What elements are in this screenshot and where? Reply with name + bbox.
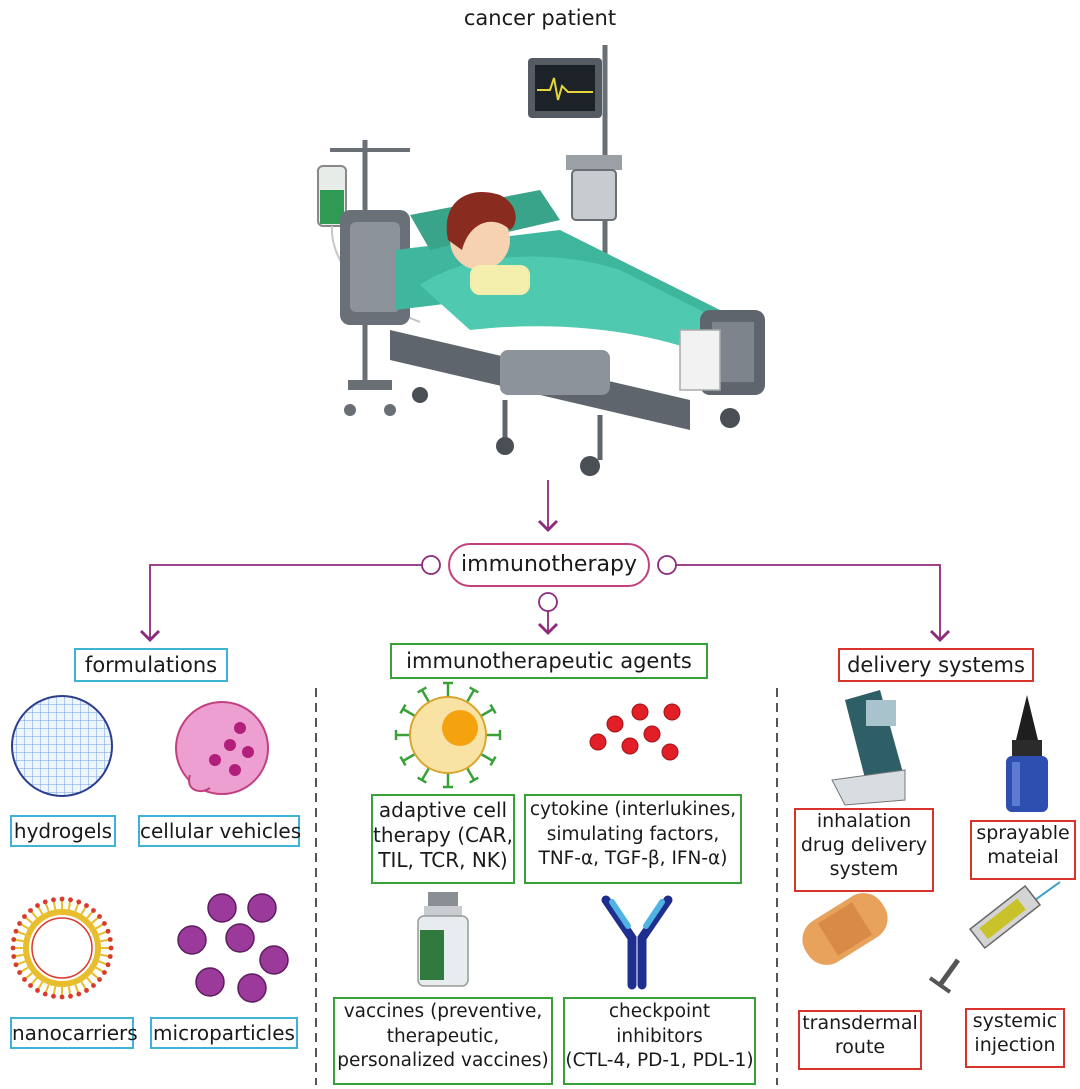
connectors bbox=[139, 480, 951, 643]
vaccines-label: vaccines (preventive, therapeutic, perso… bbox=[333, 997, 553, 1085]
syringe-icon bbox=[928, 881, 1061, 994]
formulations-heading: formulations bbox=[74, 648, 228, 682]
cellular-vehicles-label: cellular vehicles bbox=[138, 815, 301, 847]
antibody-icon bbox=[601, 895, 673, 990]
checkpoint-inhibitors-label: checkpoint inhibitors (CTL-4, PD-1, PDL-… bbox=[563, 997, 756, 1085]
nanocarrier-icon bbox=[10, 896, 114, 1000]
page-title: cancer patient bbox=[463, 6, 617, 30]
bandage-patch-icon bbox=[802, 893, 888, 965]
cell-icon bbox=[175, 701, 269, 795]
hydrogels-label: hydrogels bbox=[10, 815, 116, 847]
adaptive-cell-therapy-label: adaptive cell therapy (CAR, TIL, TCR, NK… bbox=[371, 794, 515, 884]
microparticles-label: microparticles bbox=[150, 1017, 298, 1049]
hydrogel-icon bbox=[11, 695, 113, 797]
column-dividers bbox=[315, 688, 778, 1085]
immunotherapy-node: immunotherapy bbox=[448, 543, 650, 587]
microparticles-icon bbox=[177, 893, 289, 1003]
cytokine-icon bbox=[589, 703, 681, 761]
inhaler-icon bbox=[831, 690, 906, 806]
cytokine-label: cytokine (interlukines, simulating facto… bbox=[524, 794, 742, 884]
delivery-heading: delivery systems bbox=[838, 648, 1034, 682]
agents-heading: immunotherapeutic agents bbox=[390, 643, 708, 679]
transdermal-label: transdermal route bbox=[798, 1010, 922, 1070]
sprayable-label: sprayable mateial bbox=[970, 820, 1076, 880]
inhalation-label: inhalation drug delivery system bbox=[794, 808, 934, 892]
systemic-injection-label: systemic injection bbox=[965, 1008, 1065, 1068]
nanocarriers-label: nanocarriers bbox=[10, 1017, 138, 1049]
vaccine-vial-icon bbox=[417, 892, 469, 987]
spray-bottle-icon bbox=[1006, 695, 1048, 812]
hospital-bed-icon bbox=[317, 45, 765, 476]
t-cell-icon bbox=[394, 681, 502, 789]
